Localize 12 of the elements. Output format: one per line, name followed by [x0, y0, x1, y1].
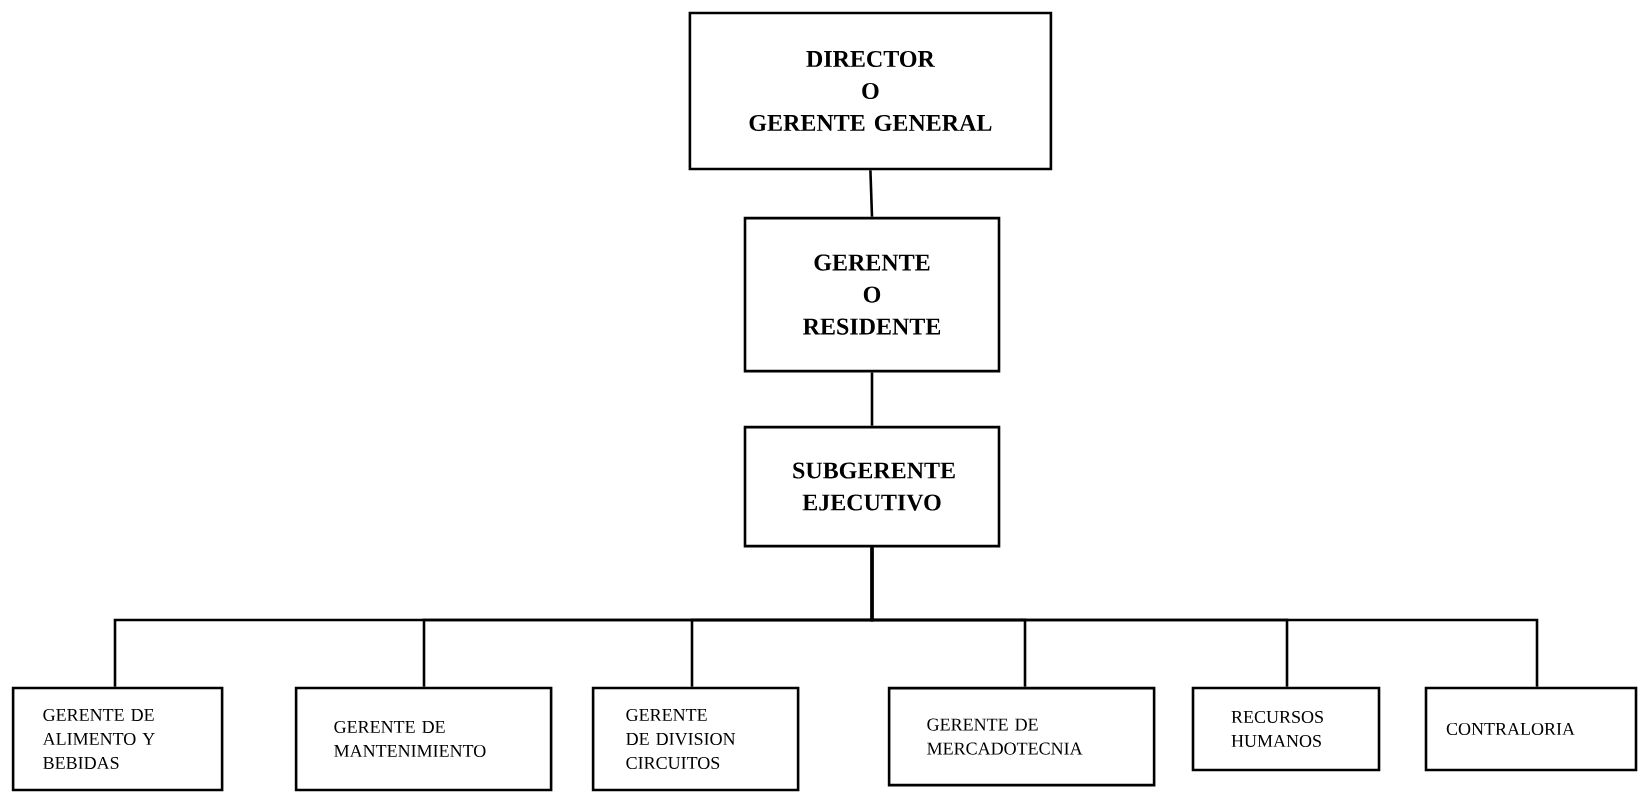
connector-line	[869, 170, 874, 217]
org-box: GERENTE DE DIVISION CIRCUITOS	[591, 686, 800, 792]
org-box: GERENTE DE ALIMENTO Y BEBIDAS	[11, 686, 224, 792]
org-box: GERENTE O RESIDENTE	[743, 216, 1001, 373]
org-box: SUBGERENTE EJECUTIVO	[743, 425, 1001, 548]
org-box: GERENTE DE MANTENIMIENTO	[294, 686, 553, 792]
org-box: CONTRALORIA	[1424, 686, 1638, 772]
org-box: GERENTE DE MERCADOTECNIA	[887, 686, 1156, 787]
org-box: DIRECTOR O GERENTE GENERAL	[688, 11, 1053, 171]
connector-line	[870, 547, 1539, 687]
connector-line	[870, 372, 874, 426]
org-box: RECURSOS HUMANOS	[1191, 686, 1381, 772]
